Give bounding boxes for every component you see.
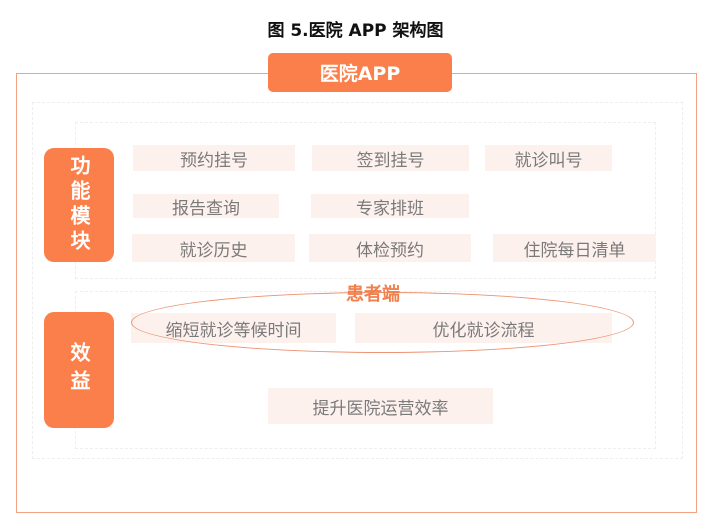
benefits-label-text: 效益 <box>67 342 91 398</box>
app-header: 医院APP <box>268 53 452 92</box>
module-item: 签到挂号 <box>312 145 469 171</box>
modules-label-text: 功能模块 <box>67 155 91 255</box>
module-item: 体检预约 <box>309 234 471 262</box>
patient-ellipse <box>131 292 634 353</box>
modules-label: 功能模块 <box>44 148 114 262</box>
patient-label: 患者端 <box>346 284 400 305</box>
module-item: 就诊叫号 <box>485 145 612 171</box>
benefit-item: 提升医院运营效率 <box>268 388 493 424</box>
module-item: 预约挂号 <box>133 145 295 171</box>
figure-title: 图 5.医院 APP 架构图 <box>267 21 444 41</box>
benefits-label: 效益 <box>44 312 114 428</box>
module-item: 报告查询 <box>133 194 279 219</box>
module-item: 专家排班 <box>311 194 469 219</box>
module-item: 就诊历史 <box>132 234 295 262</box>
outer-dashed-frame <box>32 102 683 459</box>
module-item: 住院每日清单 <box>493 234 656 262</box>
